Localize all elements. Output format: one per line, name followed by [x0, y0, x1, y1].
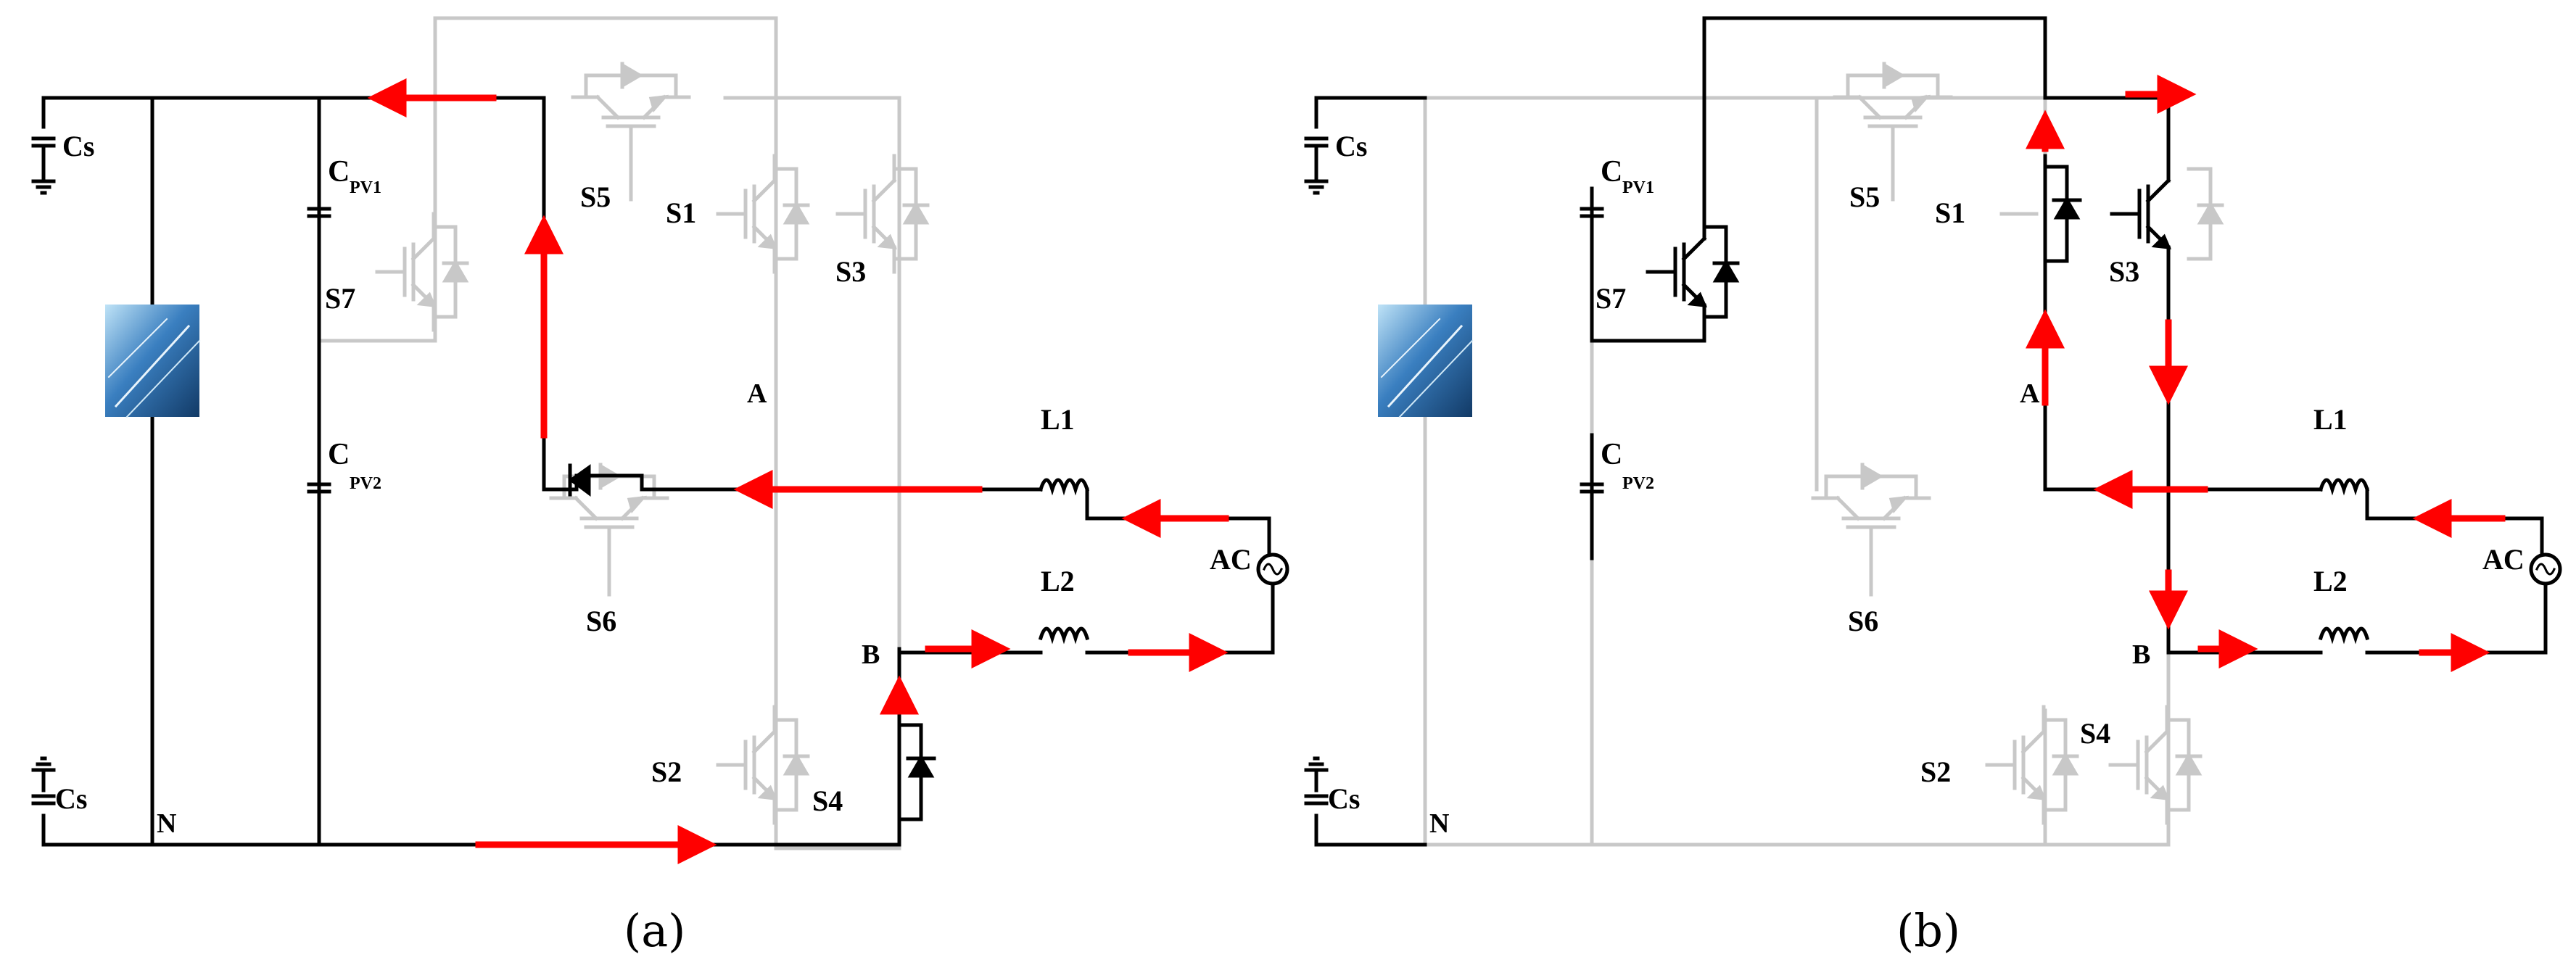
pv-panel-image-b	[1378, 305, 1474, 418]
label-s6-b: S6	[1848, 605, 1878, 637]
panel-a: Cs Cs N C PV1 C PV2 S1 S3 S5 S7 A L1 AC …	[31, 16, 1289, 957]
label-n: N	[157, 808, 176, 839]
label-cs-bottom-b: Cs	[1328, 782, 1360, 815]
label-a-b: A	[2020, 378, 2040, 409]
label-ac-b: AC	[2482, 543, 2525, 576]
label-ac: AC	[1210, 543, 1252, 576]
label-s7-b: S7	[1595, 282, 1626, 315]
label-l2-b: L2	[2313, 565, 2348, 597]
label-s1: S1	[666, 196, 696, 229]
current-arrows	[367, 78, 1229, 864]
label-s3: S3	[835, 255, 866, 288]
label-cpv2: C	[328, 438, 350, 471]
label-l2: L2	[1041, 565, 1075, 597]
labels: Cs Cs N C PV1 C PV2 S1 S3 S5 S7 A L1 AC …	[55, 130, 1252, 957]
label-s7: S7	[325, 282, 355, 315]
active-wiring-b	[1304, 16, 2562, 847]
label-s4-b: S4	[2080, 717, 2110, 750]
label-cpv2-sub-b: PV2	[1622, 474, 1654, 493]
label-cpv1-b: C	[1601, 155, 1622, 189]
panel-b: Cs Cs N C PV1 C PV2 S1 S3 S5 S7 A L1 AC …	[1304, 16, 2562, 957]
label-l1: L1	[1041, 403, 1075, 436]
current-arrows-b	[2026, 75, 2506, 672]
label-b-b: B	[2132, 639, 2150, 670]
label-s5-b: S5	[1849, 181, 1880, 213]
label-cpv1: C	[328, 155, 350, 189]
label-cpv2-b: C	[1601, 438, 1622, 471]
label-s2: S2	[651, 755, 682, 788]
label-cpv1-sub: PV1	[350, 178, 381, 197]
label-s3-b: S3	[2109, 255, 2139, 288]
label-cpv1-sub-b: PV1	[1622, 178, 1654, 197]
pv-panel-image	[105, 305, 201, 418]
label-cs-top-b: Cs	[1335, 130, 1367, 162]
label-cs-top: Cs	[62, 130, 94, 162]
label-l1-b: L1	[2313, 403, 2348, 436]
label-a: A	[747, 378, 767, 409]
label-s1-b: S1	[1935, 196, 1965, 229]
label-cs-bottom: Cs	[55, 782, 87, 815]
caption-b: (b)	[1896, 904, 1960, 957]
label-s5: S5	[580, 181, 611, 213]
label-n-b: N	[1429, 808, 1449, 839]
label-b: B	[862, 639, 880, 670]
label-s2-b: S2	[1920, 755, 1951, 788]
inactive-wiring	[317, 16, 928, 850]
label-s6: S6	[586, 605, 616, 637]
label-cpv2-sub: PV2	[350, 474, 381, 493]
inactive-wiring-b	[1423, 64, 2224, 847]
active-wiring	[31, 96, 1289, 847]
label-s4: S4	[812, 784, 843, 817]
labels-b: Cs Cs N C PV1 C PV2 S1 S3 S5 S7 A L1 AC …	[1328, 130, 2525, 957]
caption-a: (a)	[624, 904, 685, 957]
